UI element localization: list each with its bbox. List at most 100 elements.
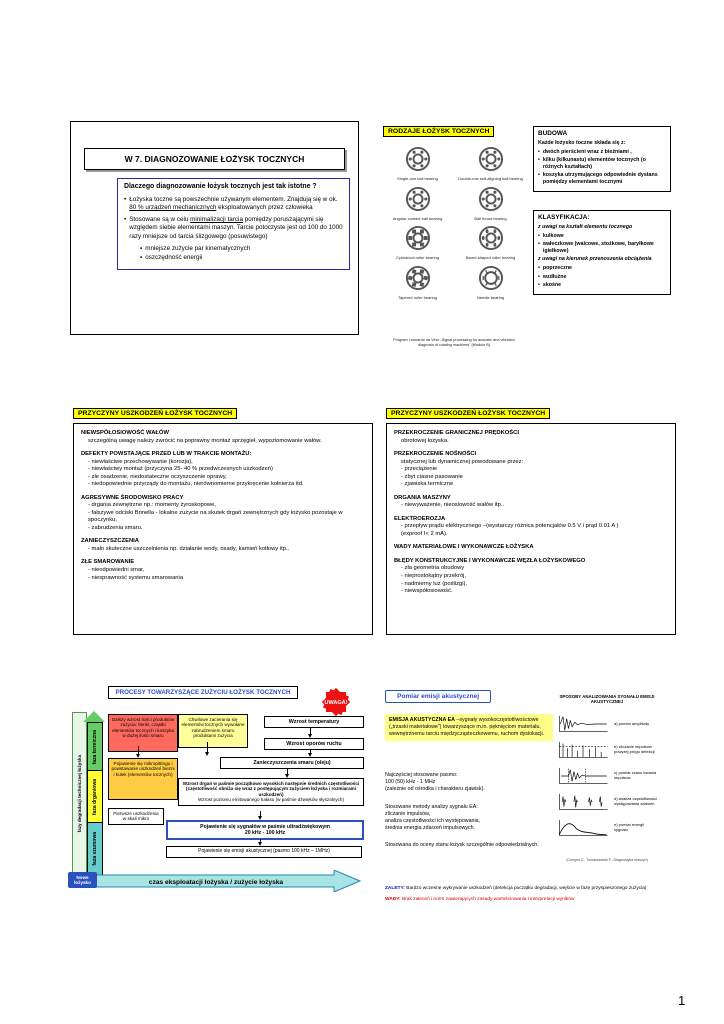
waveform-label: a) pomiar amplitudy (614, 720, 650, 726)
cause-section: BŁĘDY KONSTRUKCYJNE I WYKONAWCZE WĘZŁA Ł… (394, 558, 668, 596)
ea-methods-paragraph: Stosowane metody analizy sygnału EA: zli… (385, 804, 481, 831)
bearing-cell: Ball thrust bearing (456, 186, 525, 222)
section-body: - przepływ prądu elektrycznego –(wystarc… (401, 523, 619, 537)
bullet-marker: • (124, 195, 127, 203)
budowa-item: •kilku (kilkunastu) elementów tocznych (… (538, 157, 666, 170)
ea-definition: –sygnały wysokoczęstotliwościowe („trzas… (389, 717, 545, 737)
bullet-marker: • (538, 265, 540, 272)
box-first-micro-damage: Pierwsze uszkodzenia w skali mikro (108, 808, 164, 825)
klasyfikacja-item: •wzdłużne (538, 274, 666, 281)
bearing-image-icon (478, 265, 503, 290)
advantages-text: Bardzo wczesne wykrywanie uszkodzeń (det… (404, 886, 647, 891)
bullet1-post: eksploatowanych przez człowieka (216, 204, 313, 212)
slide-2: RODZAJE ŁOŻYSK TOCZNYCH Single-row ball … (383, 126, 671, 352)
ea-usage-paragraph: Stosowana do oceny stanu łożysk szczegól… (385, 842, 539, 848)
sub-bullet-text: oszczędność energii (145, 254, 203, 261)
section-heading: ZANIECZYSZCZENIA (81, 538, 139, 545)
section-heading: NIEWSPÓŁOSIOWOŚĆ WAŁÓW (81, 430, 169, 436)
waveform-row: d) analiza częstotliwości występowania z… (555, 792, 659, 812)
waveform-row: e) pomiar energii sygnału (555, 818, 659, 838)
section-heading: WADY MATERIAŁOWE I WYKONAWCZE ŁOŻYSKA (394, 544, 534, 551)
box-temperature: Wzrost temperatury (264, 716, 364, 729)
bullet2-post: pomiędzy poruszającymi się względem sieb… (129, 216, 343, 240)
slide1-question-box: Dlaczego diagnozowanie łożysk tocznych j… (117, 178, 350, 271)
bullet-item: • Stosowane są w celu minimalizacji tarc… (124, 216, 343, 241)
bullet-marker: • (538, 273, 540, 280)
sub-bullet-item: ▪ mniejsze zużycie par kinematycznych (140, 245, 343, 253)
flow-arrow-icon (205, 752, 209, 756)
klasyfikacja-item-text: poprzeczne (542, 265, 572, 272)
bearing-caption: Ball thrust bearing (474, 215, 507, 221)
slide4-title: PRZYCZYNY USZKODZEŃ ŁOŻYSK TOCZNYCH (386, 408, 551, 419)
cause-section: ZANIECZYSZCZENIA- mało skuteczne uszczel… (81, 538, 365, 553)
page-number: 1 (678, 993, 686, 1008)
budowa-item-text: kilku (kilkunastu) elementów tocznych (o… (542, 157, 646, 170)
budowa-item-text: koszyka utrzymującego odpowiednie dystan… (542, 172, 658, 186)
slide5-title: PROCESY TOWARZYSZĄCE ZUŻYCIU ŁOŻYSK TOCZ… (108, 686, 298, 699)
bearing-image-icon (478, 226, 503, 251)
slide1-title: W 7. DIAGNOZOWANIE ŁOŻYSK TOCZNYCH (84, 148, 345, 170)
section-body: - niewłaściwe przechowywanie (korozja), … (88, 458, 304, 488)
waveform-row: a) pomiar amplitudy (555, 714, 659, 734)
cause-section: DEFEKTY POWSTAJĄCE PRZED LUB W TRAKCIE M… (81, 451, 365, 489)
bearing-cell: Needle bearing (456, 265, 525, 301)
section-body: - niewyważenie, nieosiowość wałów itp.. (401, 502, 505, 509)
section-heading: PRZEKROCZENIE GRANICZNEJ PRĘDKOŚCI (394, 430, 519, 436)
bearing-caption: Double-row self-aligning ball bearing (458, 176, 523, 181)
slide6-title: Pomiar emisji akustycznej (385, 690, 491, 703)
box-seizure: Chwilowe zacierania się elementów toczny… (178, 714, 248, 748)
time-axis-label: czas eksploatacji łożyska / zużycie łoży… (149, 879, 283, 886)
slide-5: PROCESY TOWARZYSZĄCE ZUŻYCIU ŁOŻYSK TOCZ… (68, 686, 364, 912)
bearing-caption: Needle bearing (476, 294, 505, 300)
cause-section: ELEKTROEROZJA- przepływ prądu elektryczn… (394, 516, 668, 539)
sub-bullet-item: ▪ oszczędność energii (140, 254, 343, 262)
bullet-marker: • (538, 172, 540, 179)
bearing-cell: Single-row ball bearing (383, 146, 452, 182)
box-resistance: Wzrost oporów ruchu (264, 738, 364, 751)
section-heading: AGRESYWNE ŚRODOWISKO PRACY (81, 494, 184, 501)
bearing-image-grid: Single-row ball bearing Double-row self-… (383, 146, 525, 300)
bullet-marker: • (538, 282, 540, 289)
bearing-caption: Barrel-shaped roller bearing (465, 255, 516, 261)
degradation-axis-label: fazy degradacji technicznej łożyska (77, 755, 82, 833)
waveform-energy-icon (558, 819, 608, 836)
waveform-amplitude-icon (559, 715, 608, 732)
flow-arrow-icon (308, 753, 312, 757)
phase-label: faza drganiowa (92, 778, 98, 816)
flow-connector (260, 839, 261, 843)
bullet-marker: ▪ (140, 244, 143, 252)
budowa-intro: Każde łożysko toczne składa się z: (538, 140, 626, 146)
section-heading: PRZEKROCZENIE NOŚNOŚCI (394, 451, 477, 458)
section-body: szczególną uwagę należy zwrócić na popra… (88, 437, 322, 444)
slide3-title: PRZYCZYNY USZKODZEŃ ŁOŻYSK TOCZNYCH (73, 408, 238, 419)
section-body: - mało skuteczne uszczelnienia np. dział… (88, 545, 290, 552)
bearing-image-icon (478, 186, 503, 211)
slide1-question: Dlaczego diagnozowanie łożysk tocznych j… (124, 183, 317, 190)
box-wear-products: Dalszy wzrost ilości produktów zużycia: … (108, 714, 178, 752)
cause-section: WADY MATERIAŁOWE I WYKONAWCZE ŁOŻYSKA (394, 544, 668, 552)
flow-arrow-icon (308, 734, 312, 738)
bullet-marker: ▪ (140, 254, 143, 261)
phase-label: faza szumowa (92, 832, 98, 866)
bearing-image-icon (405, 146, 430, 172)
budowa-item: •dwóch pierścieni wraz z bieżniami , (538, 149, 666, 156)
bullet-marker: • (538, 241, 540, 248)
sub-bullet-text: mniejsze zużycie par kinematycznych (145, 244, 251, 252)
new-bearing-label: Nowe łożysko (68, 872, 97, 888)
bearing-caption: Single-row ball bearing (397, 176, 438, 181)
waveform-label: c) pomiar czasu trwania impulsów (614, 770, 657, 780)
section-body: obrotowej łożyska. (401, 437, 449, 444)
ea-term: EMISJA AKUSTYCZNA EA (389, 717, 455, 723)
uwaga-text: UWAGA! (325, 700, 348, 706)
bullet-marker: • (124, 216, 127, 224)
waveform-list: a) pomiar amplitudy b) zliczanie impulsó… (555, 714, 659, 844)
cause-section: DRGANIA MASZYNY- niewyważenie, nieosiowo… (394, 495, 668, 510)
bullet-marker: • (538, 157, 540, 164)
bullet2-pre: Stosowane są w celu (129, 216, 191, 224)
box-vibration-noise: Wzrost drgań w paśmie początkowo wysokic… (178, 778, 364, 806)
klasyfikacja-item: •wałeczkowe (walcowe, stożkowe, baryłkow… (538, 241, 666, 254)
section-body: statycznej lub dynamicznej powodowane pr… (401, 458, 524, 488)
klasyfikacja-item: •poprzeczne (538, 265, 666, 272)
bullet2-underlined: minimalizacji tarcia (190, 216, 243, 224)
